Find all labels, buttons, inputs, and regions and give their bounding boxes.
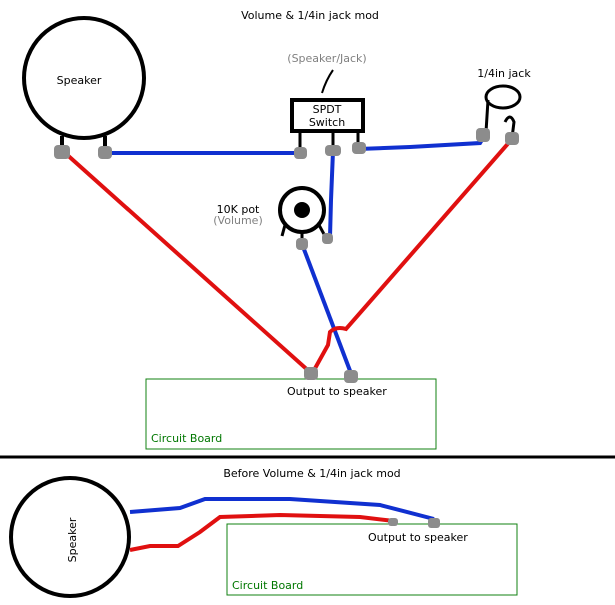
switch-label-line2: Switch — [309, 116, 345, 129]
top-speaker-terminal-right — [98, 146, 112, 159]
jack-terminal-sleeve — [476, 128, 490, 142]
top-output-terminal-2 — [344, 370, 358, 383]
bottom-output-terminal-1 — [388, 518, 398, 526]
switch-terminal-1 — [294, 147, 307, 159]
pot-label-line1: 10K pot — [217, 203, 260, 216]
top-speaker-label: Speaker — [57, 74, 102, 87]
wire-switch-to-pot — [325, 150, 335, 241]
jack-label: 1/4in jack — [477, 67, 531, 80]
bottom-wire-signal — [129, 497, 435, 521]
wire-pot-to-output — [300, 243, 354, 377]
bottom-wire-positive — [129, 512, 395, 552]
switch-terminal-2 — [325, 145, 341, 156]
switch-lever — [321, 69, 334, 94]
switch-terminal-3 — [352, 142, 366, 154]
pot-terminal-1 — [296, 238, 308, 250]
top-board-label: Circuit Board — [151, 432, 222, 445]
wire-jack-tip-to-output — [311, 137, 514, 373]
bottom-board-label: Circuit Board — [232, 579, 303, 592]
top-circuit-board — [145, 378, 437, 450]
pot-label-line2: (Volume) — [213, 214, 263, 227]
bottom-output-label: Output to speaker — [368, 531, 468, 544]
jack-terminal-tip — [505, 132, 519, 145]
pot-shaft — [294, 202, 310, 218]
wire-speaker-to-output — [62, 150, 313, 375]
bottom-output-terminal-2 — [428, 518, 440, 528]
bottom-speaker — [9, 476, 131, 598]
pot-lead-1 — [280, 224, 287, 237]
top-output-label: Output to speaker — [287, 385, 387, 398]
top-output-terminal-1 — [304, 367, 318, 380]
switch-label-line1: SPDT — [313, 103, 342, 116]
bottom-speaker-label: Speaker — [66, 517, 79, 562]
jack-ring — [484, 84, 522, 110]
switch-caption: (Speaker/Jack) — [287, 52, 366, 65]
jack-lead-sleeve — [484, 99, 490, 133]
wire-switch-to-jack-sleeve — [357, 133, 487, 151]
bottom-title: Before Volume & 1/4in jack mod — [223, 467, 400, 480]
top-speaker-terminal-left — [54, 145, 70, 159]
pot-terminal-3 — [322, 233, 333, 244]
spdt-switch — [290, 98, 365, 133]
bottom-circuit-board — [226, 523, 518, 596]
jack-lead-tip — [503, 115, 516, 139]
top-speaker — [22, 16, 146, 140]
top-title: Volume & 1/4in jack mod — [241, 9, 379, 22]
